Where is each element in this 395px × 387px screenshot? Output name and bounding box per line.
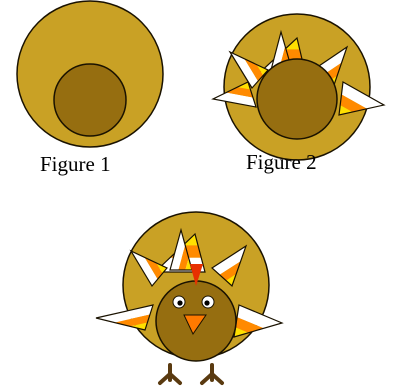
fig2-inner-circle (257, 59, 337, 139)
turkey-pupil-left (177, 300, 182, 305)
figure-2 (213, 14, 384, 160)
turkey-foot-right-icon (202, 365, 222, 383)
figure-3 (96, 212, 282, 383)
figure-2-caption: Figure 2 (246, 150, 317, 175)
turkey-foot-left-icon (160, 365, 180, 383)
figure-1 (17, 1, 163, 147)
figure-1-caption: Figure 1 (40, 152, 111, 177)
turkey-pupil-right (204, 300, 209, 305)
fig1-inner-circle (54, 64, 126, 136)
